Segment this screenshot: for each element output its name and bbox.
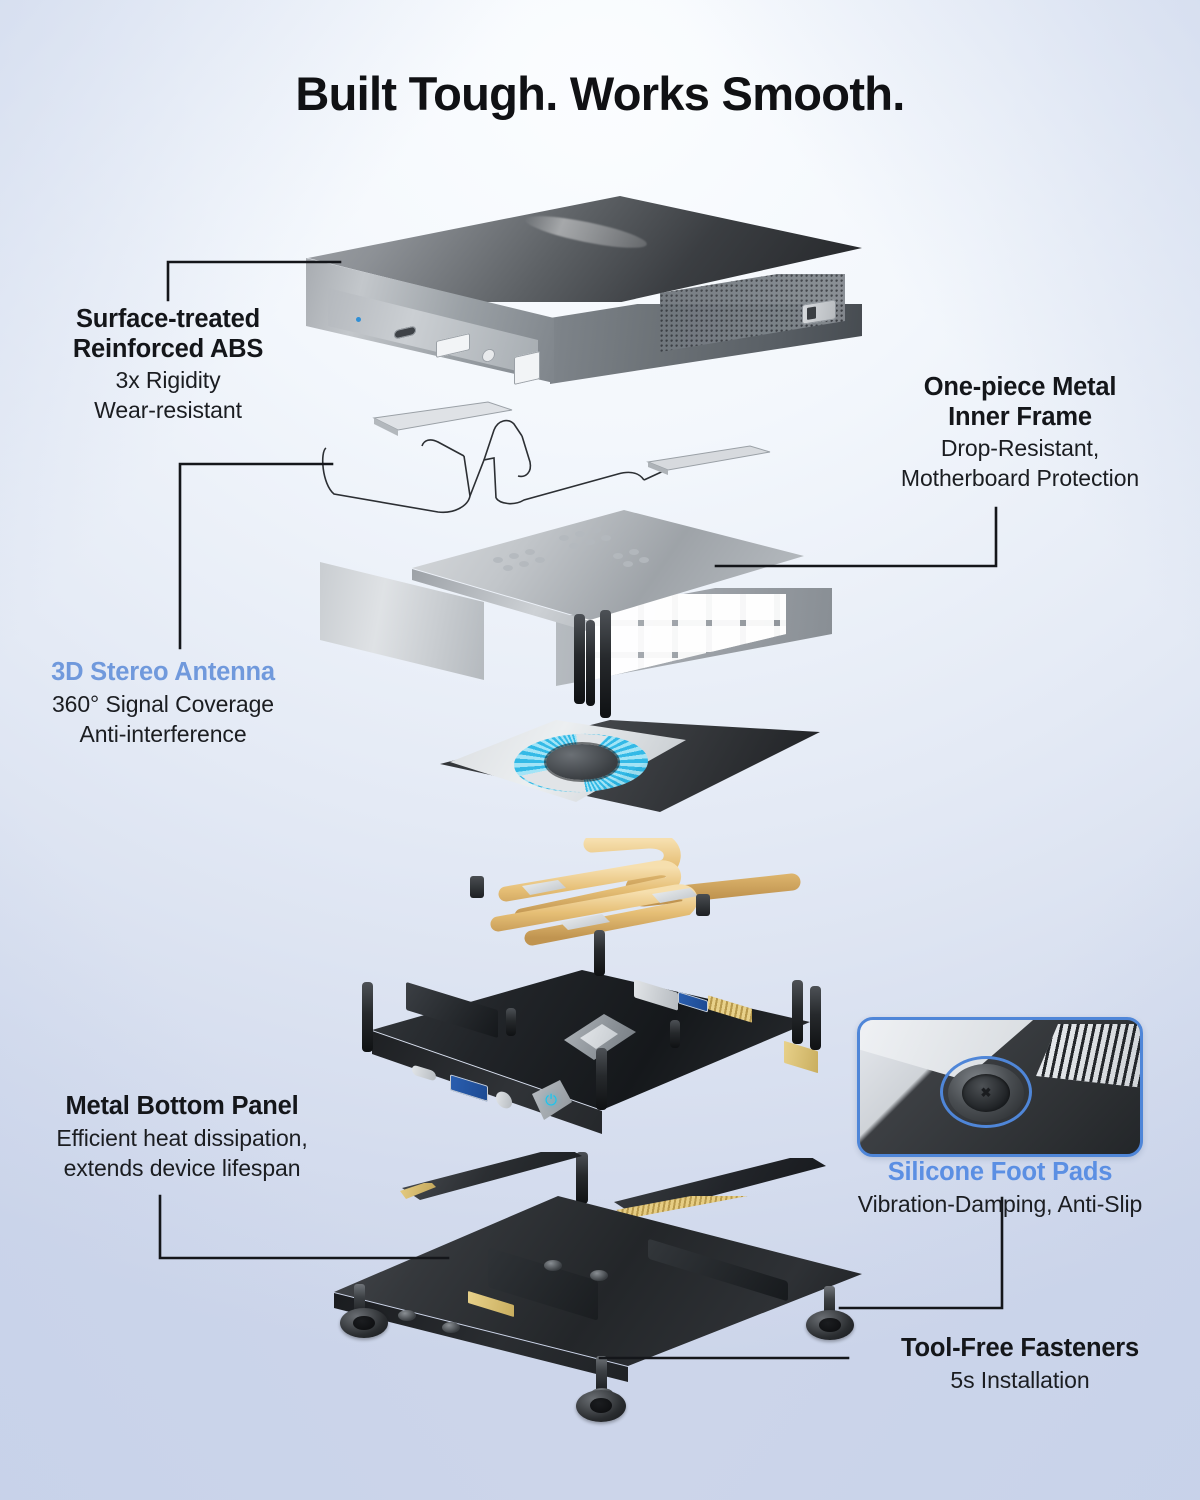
assembly-guide-rod [600,610,611,718]
tool-free-fastener [354,1284,365,1318]
callout-surface-treated-abs: Surface-treated Reinforced ABS 3x Rigidi… [18,305,318,424]
heatsink-standoff [470,876,484,898]
callout-sub-line2: Wear-resistant [94,397,242,424]
part-inner-frame [318,510,878,720]
page-title: Built Tough. Works Smooth. [295,67,905,120]
motherboard-standoff [792,980,803,1044]
power-icon: ⏻ [545,1092,557,1109]
callout-title-line1: Surface-treated [75,305,261,333]
part-cooling-fan [430,716,830,826]
callout-sub-line1: 360° Signal Coverage [51,690,274,717]
power-led-indicator [356,317,361,322]
motherboard-standoff [670,1020,680,1048]
callout-title-line1: Metal Bottom Panel [65,1092,299,1120]
part-heatsink [462,831,822,948]
assembly-guide-rod [594,930,605,976]
callout-metal-bottom-panel: Metal Bottom Panel Efficient heat dissip… [8,1092,356,1182]
callout-sub-line1: 3x Rigidity [115,367,221,394]
callout-title-line1: 3D Stereo Antenna [51,658,275,686]
panel-screw [442,1322,460,1333]
silicone-foot-pad [340,1308,388,1338]
tool-free-fastener [596,1356,607,1394]
callout-tool-free-fasteners: Tool-Free Fasteners 5s Installation [850,1334,1190,1394]
callout-3d-stereo-antenna: 3D Stereo Antenna 360° Signal Coverage A… [8,658,318,748]
frame-support-post [586,620,595,706]
foot-pad-closeup-inset: ✖ [857,1017,1143,1157]
motherboard-standoff [362,982,373,1052]
callout-silicone-foot-pads: Silicone Foot Pads Vibration-Damping, An… [808,1158,1192,1218]
callout-sub-line2: extends device lifespan [63,1154,301,1181]
silicone-foot-pad [576,1390,626,1422]
callout-sub-line1: Drop-Resistant, [940,435,1100,462]
callout-sub-line2: Anti-interference [79,720,247,747]
heatsink-standoff [696,894,710,916]
part-top-case [302,196,862,396]
callout-sub-line2: Motherboard Protection [900,465,1140,492]
fan-hub [546,744,618,780]
callout-title-line1: One-piece Metal [923,373,1117,401]
frame-support-post [574,614,585,704]
bottom-panel-plate [334,1196,862,1366]
panel-screw [590,1270,608,1281]
motherboard-standoff [810,986,821,1050]
callout-sub-line1: 5s Installation [950,1366,1090,1393]
callout-title-line2: Reinforced ABS [72,334,264,363]
motherboard-standoff [596,1048,607,1110]
silicone-foot-pad [806,1310,854,1340]
callout-sub-line1: Efficient heat dissipation, [56,1124,308,1151]
sd-card-slot [514,350,540,386]
tool-free-fastener [824,1286,835,1320]
part-bottom-panel [318,1196,878,1422]
panel-screw [544,1260,562,1271]
panel-screw [398,1310,416,1321]
inset-highlight-ring [940,1056,1032,1128]
callout-inner-frame: One-piece Metal Inner Frame Drop-Resista… [855,373,1185,492]
assembly-guide-rod [576,1152,588,1204]
callout-title-line1: Tool-Free Fasteners [900,1334,1140,1362]
part-motherboard: ⏻ [340,962,840,1162]
heatsink-mount-plates [522,880,698,930]
inset-vent-grille [1036,1024,1140,1088]
inner-frame-dimples [493,527,649,571]
motherboard-standoff [506,1008,516,1036]
callout-sub-line1: Vibration-Damping, Anti-Slip [857,1190,1143,1217]
part-antenna [318,400,878,520]
callout-title-line2: Inner Frame [948,402,1092,431]
callout-title-line1: Silicone Foot Pads [887,1158,1113,1186]
